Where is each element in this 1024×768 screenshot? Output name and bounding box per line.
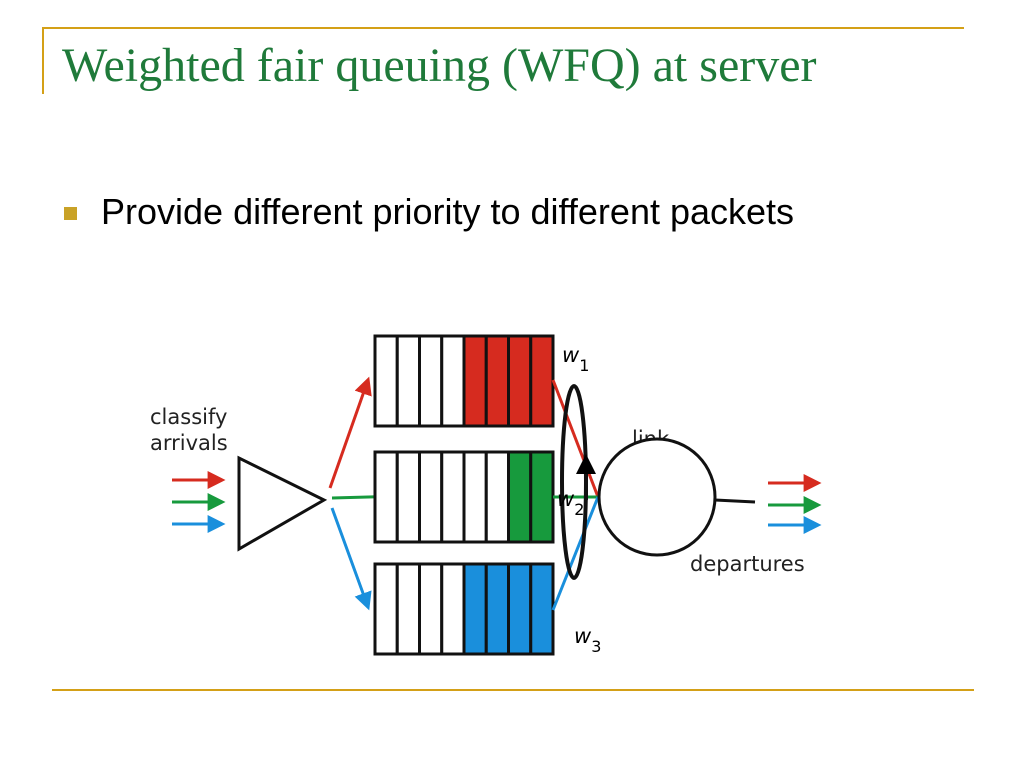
queue-packet-slot <box>462 334 488 428</box>
queue-3 <box>373 562 555 656</box>
frame-left-rule <box>42 27 44 94</box>
queue-empty-slot <box>395 562 421 656</box>
queue-packet-slot <box>529 334 555 428</box>
frame-top-rule <box>42 27 964 29</box>
queue-empty-slot <box>395 450 421 544</box>
queue-empty-slot <box>373 334 399 428</box>
queue-empty-slot <box>440 450 466 544</box>
queue-empty-slot <box>373 450 399 544</box>
weight-w3-label: w3 <box>574 624 601 656</box>
departures-label: departures <box>690 552 805 576</box>
queue-packet-slot <box>507 450 533 544</box>
queue-packet-slot <box>484 562 510 656</box>
queue-1-to-link <box>551 379 600 498</box>
queue-packet-slot <box>507 562 533 656</box>
weight-w1-label: w1 <box>562 343 589 375</box>
queue-2 <box>373 450 555 544</box>
queue-packet-slot <box>507 334 533 428</box>
queue-empty-slot <box>462 450 488 544</box>
queue-packet-slot <box>484 334 510 428</box>
queue-packet-slot <box>529 562 555 656</box>
queue-empty-slot <box>418 334 444 428</box>
slide-title: Weighted fair queuing (WFQ) at server <box>62 39 817 92</box>
queue-empty-slot <box>440 562 466 656</box>
arrivals-label: arrivals <box>150 431 228 455</box>
queue-empty-slot <box>418 450 444 544</box>
bullet-marker <box>64 207 77 220</box>
queue-3-to-link <box>551 496 600 611</box>
queue-packet-slot <box>462 562 488 656</box>
queue-empty-slot <box>484 450 510 544</box>
queue-empty-slot <box>373 562 399 656</box>
weight-w2-label: w2 <box>557 487 584 519</box>
queue-empty-slot <box>440 334 466 428</box>
link-circle <box>597 437 717 557</box>
classify-arrow-red <box>328 376 372 489</box>
queue-empty-slot <box>395 334 421 428</box>
link-output-line <box>714 498 756 504</box>
queue-packet-slot <box>529 450 555 544</box>
bullet-text: Provide different priority to different … <box>101 191 795 232</box>
queue-empty-slot <box>418 562 444 656</box>
frame-bottom-rule <box>52 689 974 691</box>
classify-arrow-blue <box>330 507 372 611</box>
classify-label: classify <box>150 405 227 429</box>
queues <box>373 334 555 656</box>
round-robin-loop <box>560 384 588 580</box>
queue-1 <box>373 334 555 428</box>
classifier-triangle <box>237 455 328 552</box>
